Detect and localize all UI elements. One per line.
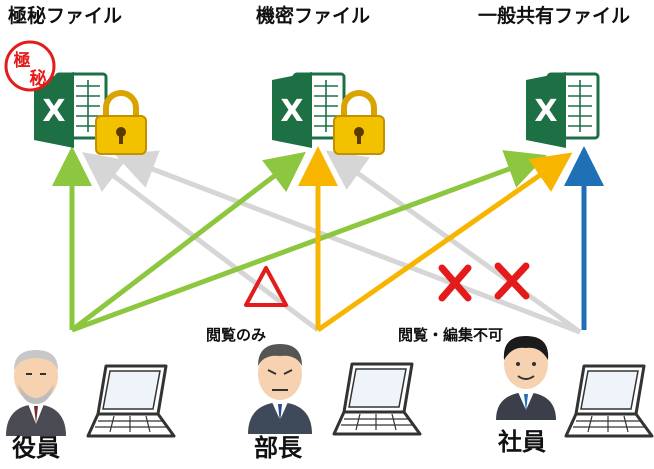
stamp-top-char: 極	[14, 50, 31, 71]
arrow-executive-to-general	[71, 150, 547, 333]
general-file	[524, 70, 600, 150]
confidential-file-title: 機密ファイル	[256, 4, 370, 27]
top-secret-stamp-icon: 極 秘	[4, 40, 56, 92]
stamp-bottom-char: 秘	[30, 68, 47, 89]
denied-arrows	[82, 150, 582, 335]
manager-arrows	[298, 146, 573, 333]
laptop-icon	[564, 364, 654, 438]
employee-avatar-icon	[496, 336, 556, 420]
excel-icon	[524, 70, 600, 150]
manager-avatar-icon	[248, 344, 312, 434]
executive-arrows	[52, 146, 547, 333]
executive-role-label: 役員	[12, 434, 60, 462]
manager-role-label: 部長	[254, 434, 303, 462]
triangle-icon	[244, 266, 288, 307]
general-file-title: 一般共有ファイル	[478, 4, 630, 27]
no-view-edit-note: 閲覧・編集不可	[398, 326, 503, 344]
cross-icon	[494, 262, 530, 300]
laptop-icon	[86, 364, 176, 438]
top-secret-file-title: 極秘ファイル	[8, 4, 122, 27]
employee-role-label: 社員	[498, 428, 546, 456]
arrow-employee-to-top-secret	[115, 150, 581, 335]
laptop-icon	[332, 362, 422, 436]
confidential-file	[270, 70, 384, 154]
executive-avatar-icon	[6, 350, 66, 436]
arrow-employee-to-confidential	[325, 150, 582, 335]
top-secret-file: 極 秘	[4, 40, 146, 154]
arrow-executive-to-confidential	[70, 151, 306, 332]
arrow-manager-to-general	[316, 152, 573, 333]
arrow-manager-to-top-secret	[82, 151, 320, 332]
cross-icon	[438, 264, 472, 302]
view-only-note: 閲覧のみ	[206, 326, 266, 344]
